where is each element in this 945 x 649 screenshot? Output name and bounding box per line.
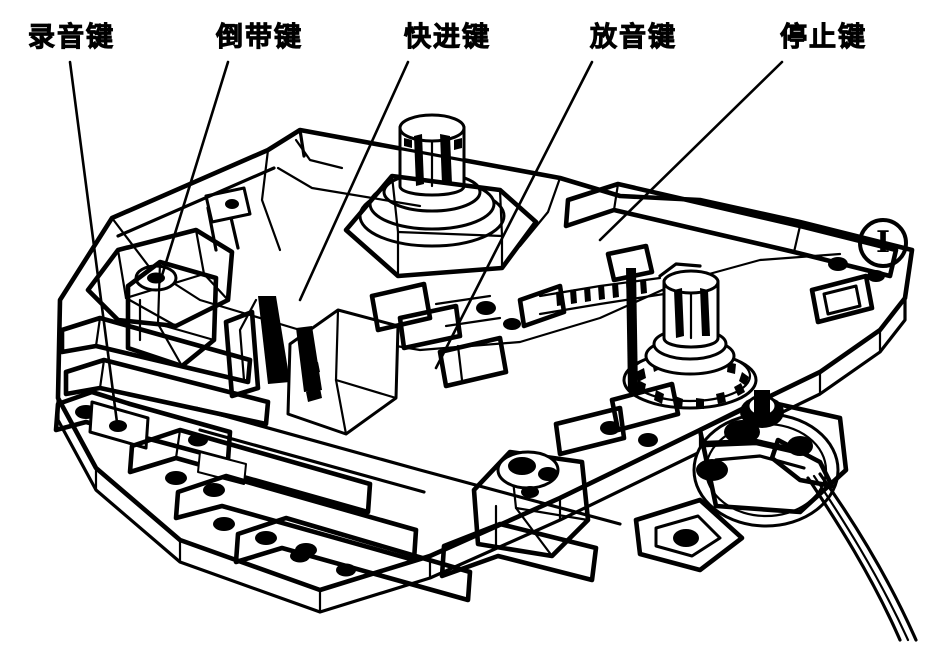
motor-assembly [692, 390, 849, 528]
center-switch-block [439, 449, 599, 583]
leader-line-record [68, 60, 120, 432]
leader-line-stop [598, 60, 784, 242]
leader-line-play [434, 60, 594, 370]
callout-label-stop: 停止键 [780, 22, 867, 53]
leader-line-rewind [158, 60, 230, 284]
leader-line-fast-forward [298, 60, 410, 302]
head-mount-bracket [85, 186, 252, 369]
spring-linkage [517, 243, 702, 392]
deck-cutouts-right [553, 381, 745, 573]
callout-label-rewind: 倒带键 [216, 22, 303, 53]
figure-number-badge: I [858, 218, 908, 268]
mid-plate-details [369, 281, 521, 389]
callout-leader-lines [68, 60, 784, 432]
push-button-lever-bars [127, 406, 622, 603]
right-reel-hub-gear [622, 269, 758, 410]
center-reel-hub [343, 113, 539, 279]
upper-right-edge-arm [563, 181, 899, 325]
callout-label-fast-forward: 快进键 [404, 22, 491, 53]
center-pressure-block [223, 296, 400, 436]
callout-label-play: 放音键 [590, 22, 677, 53]
callout-label-record: 录音键 [28, 22, 115, 53]
cable-harness [769, 437, 918, 642]
